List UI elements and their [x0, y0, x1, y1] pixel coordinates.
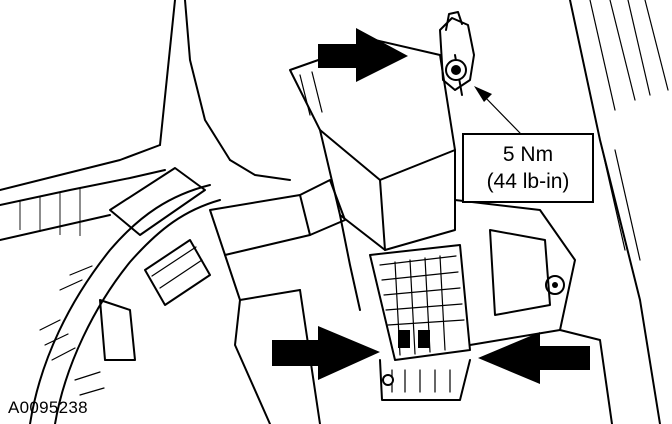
figure-reference-code: A0095238: [8, 398, 88, 417]
electrical-connector: [369, 244, 471, 401]
dashboard-panel: [0, 0, 291, 241]
torque-imperial-value: (44 lb-in): [486, 170, 570, 193]
torque-specification-callout: 5 Nm (44 lb-in): [462, 133, 594, 203]
torque-metric-value: 5 Nm: [502, 143, 554, 166]
arrow-top-pointing-right-icon: [318, 28, 408, 82]
leader-arrow-to-bolt-icon: [474, 86, 521, 134]
steering-column-bracket: [209, 179, 346, 424]
electronic-module: [289, 39, 463, 311]
right-trim-panel: [454, 0, 669, 424]
arrow-bottom-left-pointing-right-icon: [272, 326, 380, 380]
mounting-bolt: [439, 11, 475, 91]
wiring-harness: [29, 167, 221, 424]
arrow-bottom-right-pointing-left-icon: [478, 332, 590, 384]
